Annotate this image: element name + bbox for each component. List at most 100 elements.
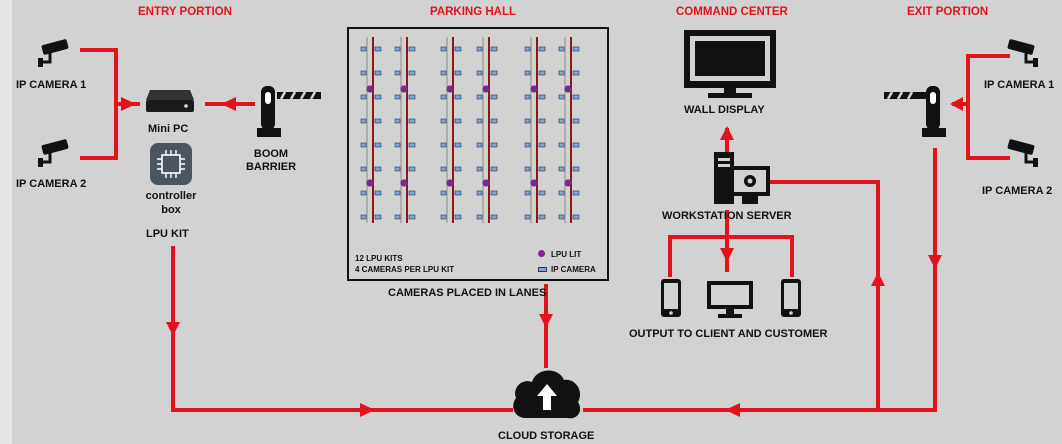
cameras-per-kit-note: 4 CAMERAS PER LPU KIT [355,265,455,274]
lane-camera-mark [408,94,416,100]
lane-camera-mark [558,94,565,100]
arrow-down-icon [720,248,734,262]
lane-camera-mark [408,190,416,196]
lane-camera-mark [374,118,382,124]
workstation-server-icon [714,152,770,204]
lane-camera-mark [538,94,546,100]
lane-camera-mark [524,190,531,196]
lane-camera-mark [374,70,382,76]
lane-camera-mark [360,46,367,52]
lane-camera-mark [394,118,401,124]
lane-camera-mark [454,70,462,76]
lane-camera-mark [538,190,546,196]
lane-camera-mark [394,142,401,148]
lpu-dot [446,85,454,93]
lane-camera-mark [558,190,565,196]
lane-camera-mark [558,46,565,52]
lpu-dot [482,179,490,187]
lane-camera-mark [360,142,367,148]
arrow-up-icon [720,126,734,140]
lane-camera-mark [408,214,416,220]
controller-box-label: controller box [136,189,206,217]
cctv-camera-icon [1007,39,1038,67]
lane-camera-mark [440,142,447,148]
arrow-right-icon [360,403,375,417]
exit-camera-wire [966,54,1010,160]
lane-camera-mark [374,46,382,52]
section-exit-title: EXIT PORTION [907,6,989,18]
lane-camera-mark [360,166,367,172]
lane-camera-mark [408,166,416,172]
lane-camera-mark [394,166,401,172]
lane-camera-mark [374,166,382,172]
lpu-dot [366,85,374,93]
arrow-left-icon [221,97,236,111]
lane-camera-mark [572,166,580,172]
lane-camera-mark [490,118,498,124]
cloud-storage-icon [513,370,581,419]
lane-camera-mark [524,46,531,52]
controller-label-line2: box [161,204,181,216]
lane-camera-mark [538,142,546,148]
lane-camera-mark [538,46,546,52]
lane-camera-mark [440,70,447,76]
lane-camera-mark [374,190,382,196]
lpu-dot [564,179,572,187]
desktop-monitor-icon [707,281,753,318]
lane-camera-mark [572,94,580,100]
lane-camera-mark [360,190,367,196]
lane-camera-mark [476,46,483,52]
lane-camera-mark [454,166,462,172]
lane-camera-mark [394,94,401,100]
entry-camera-wire [80,48,118,160]
legend-camera-label: IP CAMERA [551,265,596,274]
boom-label-line2: BARRIER [245,161,297,173]
exit-camera-2-label: IP CAMERA 2 [982,185,1053,197]
mobile-phone-icon [661,279,681,317]
lane-camera-mark [454,214,462,220]
lane-camera-mark [374,94,382,100]
exit-barrier-icon [884,86,946,137]
lane-camera-mark [558,214,565,220]
lane-camera-mark [572,46,580,52]
lpu-dot [482,85,490,93]
arrow-down-icon [166,322,180,336]
lane-camera-mark [524,166,531,172]
arrow-down-icon [928,255,942,269]
lane-camera-mark [572,214,580,220]
lane-camera-mark [476,118,483,124]
lane-camera-mark [440,166,447,172]
lane-camera-mark [572,70,580,76]
arrow-left-icon [725,403,740,417]
lane-camera-mark [408,70,416,76]
lane-camera-mark [490,46,498,52]
lane-camera-mark [572,118,580,124]
cloud-to-exit-wire [583,148,937,412]
section-command-title: COMMAND CENTER [676,6,788,18]
lpu-dot [530,179,538,187]
lane-camera-mark [454,118,462,124]
arrow-right-icon [121,97,136,111]
boom-barrier-icon [257,86,321,137]
wires [80,48,1010,412]
lane-camera-mark [490,70,498,76]
mini-pc-label: Mini PC [148,123,189,135]
lane-camera-mark [394,214,401,220]
lpu-to-cloud-wire [171,246,513,412]
exit-camera-1-label: IP CAMERA 1 [984,79,1055,91]
lane-camera-mark [408,118,416,124]
lane-camera-mark [476,142,483,148]
lane-camera-mark [440,94,447,100]
lane-camera-mark [454,46,462,52]
lane-camera-mark [360,94,367,100]
lpu-dot [530,85,538,93]
lane-camera-mark [524,118,531,124]
lane-camera-mark [490,94,498,100]
lane-camera-mark [454,94,462,100]
lane-camera-mark [538,70,546,76]
lane-camera-mark [558,166,565,172]
mobile-phone-icon [781,279,801,317]
lane-camera-mark [476,214,483,220]
server-output-branch [668,235,794,277]
